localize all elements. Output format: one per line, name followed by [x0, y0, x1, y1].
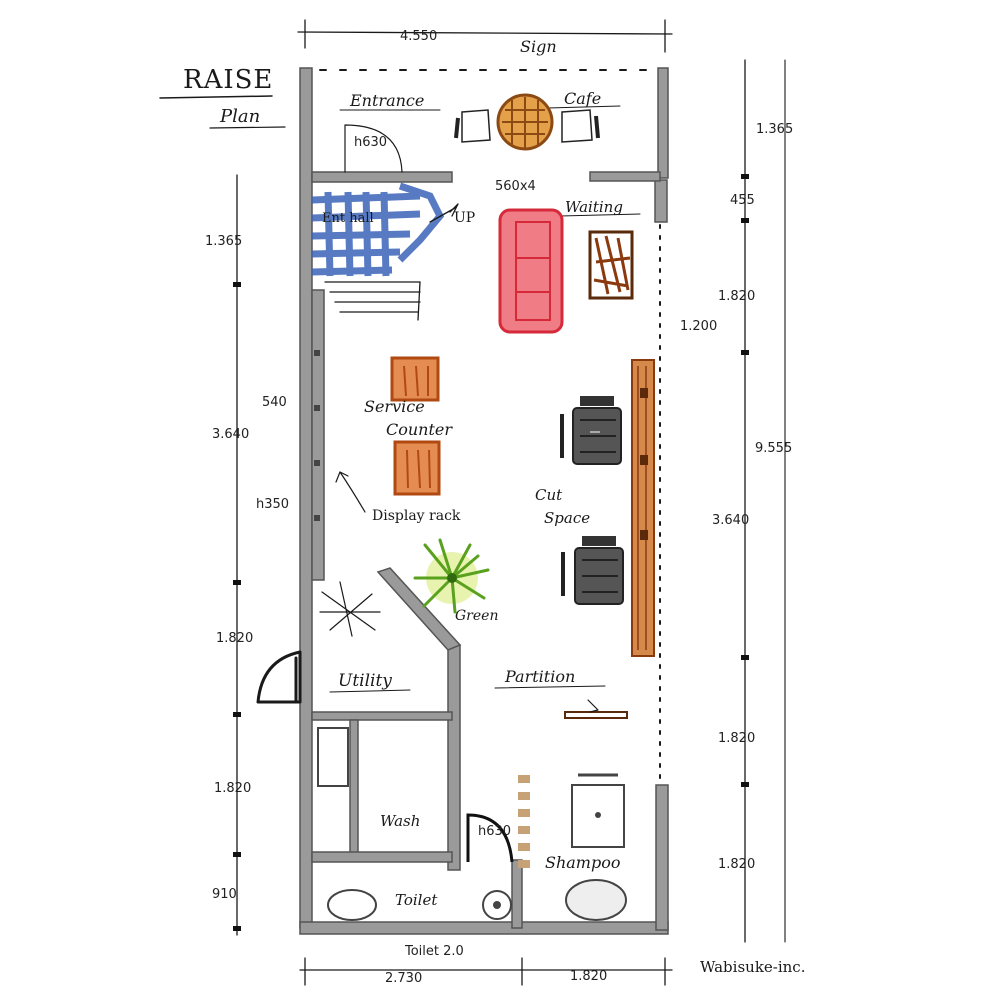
cafe-chair-right — [561, 109, 600, 143]
wall-right-waiting — [654, 179, 668, 223]
label-cut-space-1: Cut — [535, 486, 563, 504]
dim-right-3: 1.820 — [718, 289, 755, 304]
utility-underline — [329, 689, 411, 693]
wall-toilet-right — [511, 859, 523, 929]
wall-top-right — [657, 67, 669, 179]
dim-note-toilet: Toilet 2.0 — [404, 944, 464, 959]
shampoo-chair — [571, 773, 625, 848]
label-sign: Sign — [520, 37, 557, 56]
partition-element — [564, 699, 628, 719]
wall-entrance-divider — [311, 171, 453, 183]
label-green: Green — [455, 608, 498, 624]
cut-chair-1 — [560, 396, 622, 465]
cafe-chair-left — [454, 109, 491, 143]
toilet-side-shelf — [518, 775, 530, 868]
dim-left-2: 3.640 — [212, 427, 249, 442]
dim-note-540: 540 — [262, 395, 287, 410]
label-waiting: Waiting — [565, 198, 623, 216]
toilet-bowl — [482, 890, 512, 920]
shampoo-bowl — [565, 879, 627, 921]
wash-door — [466, 813, 514, 863]
wall-utility-diagonal — [376, 567, 462, 651]
label-cut-space-2: Space — [544, 509, 590, 527]
wall-left-upper — [299, 67, 313, 929]
label-toilet: Toilet — [395, 891, 438, 909]
dim-bottom-right: 1.820 — [570, 969, 607, 984]
dim-note-h630-2: h630 — [478, 824, 511, 839]
label-ent-hall: Ent hall — [322, 211, 374, 226]
left-dim-ticks — [233, 282, 241, 931]
dim-right-4: 3.640 — [712, 513, 749, 528]
partition-underline — [494, 685, 606, 689]
waiting-sofa — [498, 208, 564, 334]
label-service-counter-2: Counter — [386, 420, 453, 439]
label-wash: Wash — [380, 812, 420, 830]
subtitle-underline — [209, 126, 286, 129]
cut-partition-wall — [631, 359, 655, 657]
label-entrance: Entrance — [349, 91, 424, 110]
label-up: UP — [454, 210, 475, 226]
wall-left-inner-band — [311, 289, 325, 581]
dim-left-3: 1.820 — [216, 631, 253, 646]
wall-bottom — [299, 921, 669, 935]
wall-cafe-divider — [589, 171, 661, 182]
utility-storage-sketch — [319, 581, 381, 637]
utility-door — [256, 650, 302, 704]
right-dim-ticks — [741, 174, 749, 787]
label-utility: Utility — [338, 671, 392, 691]
dim-right-1: 1.365 — [756, 122, 793, 137]
service-counter-top — [390, 356, 440, 402]
wall-wash-top — [311, 711, 453, 721]
wall-utility-diagonal-right — [447, 644, 461, 871]
cafe-table — [496, 93, 554, 151]
dim-left-4: 1.820 — [214, 781, 251, 796]
dim-right-2: 455 — [730, 193, 755, 208]
dim-bottom-left: 2.730 — [385, 971, 422, 986]
cafe-underline — [547, 105, 621, 109]
wall-toilet-top — [311, 851, 453, 863]
dim-right-total: 9.555 — [755, 441, 792, 456]
dim-top-width: 4.550 — [400, 29, 437, 44]
waiting-shelf — [588, 230, 634, 300]
dim-left-1: 1.365 — [205, 234, 242, 249]
dim-note-1200: 1.200 — [680, 319, 717, 334]
label-display-rack: Display rack — [372, 508, 461, 524]
dim-note-h350: h350 — [256, 497, 289, 512]
dim-right-6: 1.820 — [718, 857, 755, 872]
entrance-door-swing — [344, 124, 403, 173]
label-shampoo: Shampoo — [545, 853, 620, 872]
toilet-sink — [327, 889, 377, 921]
dim-right-5: 1.820 — [718, 731, 755, 746]
dim-left-5: 910 — [212, 887, 237, 902]
label-service-counter-1: Service — [364, 397, 425, 416]
wall-right-lower — [655, 784, 669, 931]
service-counter-bottom — [393, 440, 441, 496]
display-rack-arrow — [335, 471, 366, 513]
title-underline — [159, 95, 273, 99]
display-rack-ticks — [314, 350, 320, 521]
cut-chair-2 — [561, 536, 624, 605]
dim-note-560x4: 560x4 — [495, 179, 536, 194]
label-cafe: Cafe — [564, 89, 601, 108]
top-dim-line — [297, 31, 673, 35]
label-partition: Partition — [504, 667, 575, 686]
wall-wash-inner — [349, 719, 359, 856]
dim-note-h630-1: h630 — [354, 135, 387, 150]
credit-text: Wabisuke-inc. — [700, 958, 805, 976]
stair-up — [324, 203, 459, 321]
plan-subtitle: Plan — [219, 106, 260, 127]
wash-cabinet — [317, 727, 349, 787]
plan-title: RAISE — [183, 65, 273, 95]
ent-hall-mat — [311, 182, 445, 277]
waiting-underline — [559, 213, 641, 217]
green-plant — [413, 538, 490, 614]
